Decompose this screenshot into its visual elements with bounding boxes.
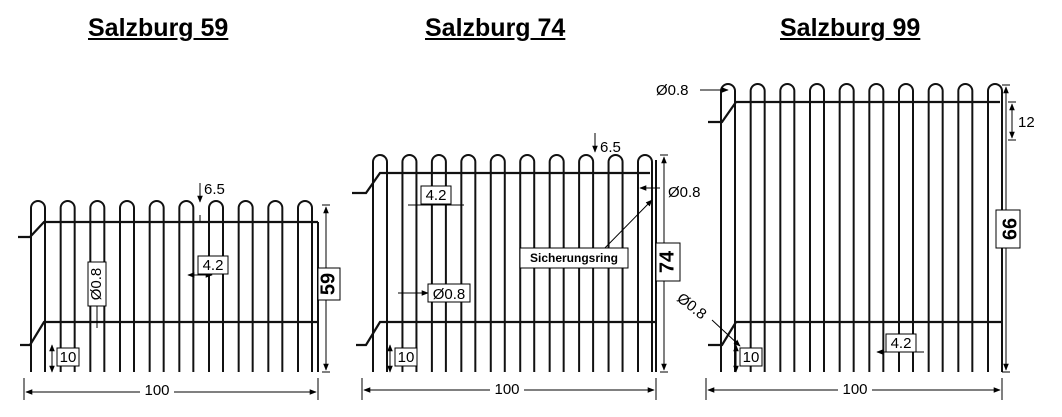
leg-label: 10 — [743, 349, 760, 366]
width-label: 100 — [494, 381, 519, 398]
top-label: 6.5 — [600, 139, 621, 156]
fence-wire-loop — [267, 200, 284, 372]
fence-wire-loop — [89, 200, 106, 372]
dimensions-salzburg-59 — [23, 183, 330, 400]
fence-salzburg-99 — [708, 83, 1003, 372]
dimension-labels-salzburg-99: 100 99 10 4.2 Ø0.8 Ø0.8 12 — [656, 82, 1035, 398]
leg-label: 10 — [60, 349, 77, 366]
fence-wire-loop — [838, 83, 855, 372]
spacing-label: 4.2 — [426, 187, 447, 204]
leg-label: 10 — [398, 349, 415, 366]
fence-wires — [30, 200, 313, 372]
spacing-label: 4.2 — [891, 335, 912, 352]
fence-wire-loop — [548, 154, 565, 372]
fence-wire-loop — [30, 200, 46, 372]
fence-wire-loop — [957, 83, 974, 372]
title-salzburg-74: Salzburg 74 — [425, 14, 566, 42]
fence-wire-loop — [119, 200, 135, 372]
width-label: 100 — [842, 381, 867, 398]
fence-salzburg-59 — [18, 200, 319, 372]
fence-wire-loop — [237, 200, 254, 372]
wire-right-label: Ø0.8 — [668, 184, 701, 201]
fence-wire-loop — [519, 154, 536, 372]
fence-wire-loop — [809, 83, 825, 372]
fence-wire-loop — [578, 154, 595, 372]
sicherungsring-callout: Sicherungsring — [530, 251, 618, 265]
fence-wire-loop — [987, 83, 1003, 372]
fence-wire-loop — [59, 200, 76, 372]
fence-wire-loop — [607, 154, 624, 372]
width-label: 100 — [144, 382, 169, 399]
fence-wires — [720, 83, 1003, 372]
dimension-labels-salzburg-59: 100 59 10 4.2 Ø0.8 6.5 — [56, 181, 341, 399]
fence-wire-loop — [868, 83, 885, 372]
wire-bottom-label: Ø0.8 — [674, 290, 710, 323]
fence-wire-loop — [898, 83, 914, 372]
fence-wire-loop — [927, 83, 944, 372]
fence-wire-loop — [208, 200, 224, 372]
wire-label: Ø0.8 — [88, 268, 105, 301]
fence-wire-loop — [637, 154, 653, 372]
offset-label: 12 — [1018, 114, 1035, 131]
fence-wire-loop — [430, 154, 447, 372]
height-label: 99 — [998, 218, 1020, 240]
spacing-label: 4.2 — [203, 257, 224, 274]
fence-wire-loop — [297, 200, 313, 372]
fence-wires — [372, 154, 653, 372]
fence-wire-loop — [401, 154, 418, 372]
wire-top-label: Ø0.8 — [656, 82, 689, 99]
fence-wire-loop — [779, 83, 796, 372]
title-salzburg-59: Salzburg 59 — [88, 14, 229, 42]
title-salzburg-99: Salzburg 99 — [780, 14, 921, 42]
fence-wire-loop — [178, 200, 195, 372]
height-label: 59 — [317, 273, 339, 295]
fence-wire-loop — [372, 154, 388, 372]
fence-salzburg-74 — [352, 154, 657, 372]
fence-wire-loop — [489, 154, 506, 372]
top-label: 6.5 — [204, 181, 225, 198]
fence-wire-loop — [749, 83, 766, 372]
fence-wire-loop — [460, 154, 477, 372]
wire-left-label: Ø0.8 — [433, 286, 466, 303]
fence-wire-loop — [148, 200, 165, 372]
dimension-labels-salzburg-74: 100 74 10 4.2 Ø0.8 Ø0.8 6.5 Sicherungsri… — [394, 139, 701, 398]
height-label: 74 — [656, 250, 678, 273]
